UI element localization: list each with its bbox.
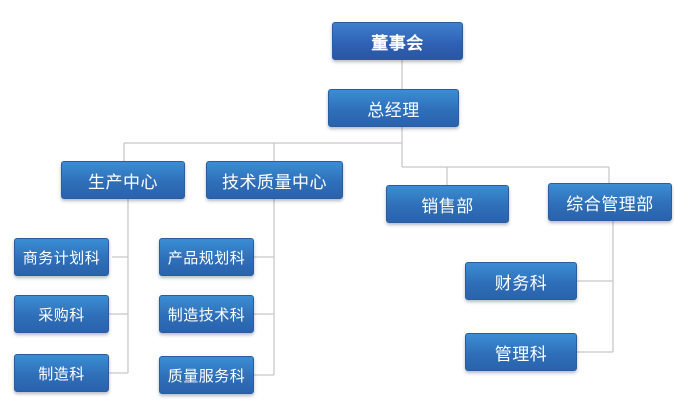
production-center-label: 生产中心 bbox=[88, 172, 158, 193]
sales-dept-label: 销售部 bbox=[421, 196, 474, 217]
tech-child-node: 产品规划科 bbox=[159, 238, 254, 276]
sales-dept-node: 销售部 bbox=[386, 185, 509, 223]
tech-child-node: 质量服务科 bbox=[159, 356, 254, 394]
general-mgmt-child-node: 财务科 bbox=[465, 262, 577, 300]
production-child-label: 采购科 bbox=[38, 305, 85, 324]
tech-quality-center-label: 技术质量中心 bbox=[222, 172, 327, 193]
tech-quality-center-node: 技术质量中心 bbox=[206, 161, 343, 199]
general-mgmt-child-node: 管理科 bbox=[465, 333, 577, 371]
production-child-node: 商务计划科 bbox=[14, 238, 109, 276]
general-manager-node: 总经理 bbox=[328, 89, 459, 127]
general-manager-label: 总经理 bbox=[367, 100, 420, 121]
production-center-node: 生产中心 bbox=[61, 161, 185, 199]
general-mgmt-dept-node: 综合管理部 bbox=[548, 183, 672, 221]
general-mgmt-child-label: 财务科 bbox=[494, 273, 548, 294]
tech-child-label: 制造技术科 bbox=[167, 305, 246, 324]
tech-child-label: 质量服务科 bbox=[167, 366, 246, 385]
board-node: 董事会 bbox=[332, 22, 463, 60]
production-child-label: 制造科 bbox=[38, 364, 85, 383]
general-mgmt-dept-label: 综合管理部 bbox=[566, 194, 654, 215]
general-mgmt-child-label: 管理科 bbox=[494, 344, 548, 365]
production-child-node: 制造科 bbox=[14, 354, 109, 392]
production-child-node: 采购科 bbox=[14, 295, 109, 333]
production-child-label: 商务计划科 bbox=[22, 248, 101, 267]
board-label: 董事会 bbox=[371, 33, 424, 54]
tech-child-node: 制造技术科 bbox=[159, 295, 254, 333]
tech-child-label: 产品规划科 bbox=[167, 248, 246, 267]
